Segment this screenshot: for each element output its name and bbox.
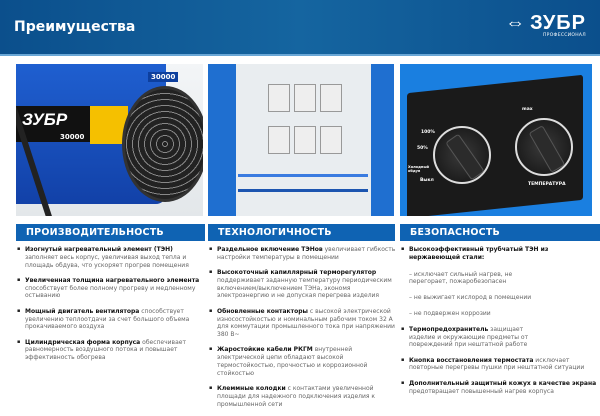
knob-label: 100% <box>421 130 435 135</box>
section-header-safety: БЕЗОПАСНОСТЬ <box>400 224 600 241</box>
list-item: Термопредохранитель защищает изделие и о… <box>400 326 550 349</box>
knob-label: ТЕМПЕРАТУРА <box>528 182 566 187</box>
logo-arrow-icon: ⇔ <box>505 12 527 34</box>
list-subitem: – исключает сильный нагрев, не перегорае… <box>409 270 513 286</box>
list-item: Высокоточный капиллярный терморегулятор … <box>208 269 398 300</box>
section-header-performance: ПРОИЗВОДИТЕЛЬНОСТЬ <box>16 224 205 241</box>
logo-subtitle: ПРОФЕССИОНАЛ <box>543 33 586 38</box>
contactor <box>320 126 342 154</box>
wire <box>238 189 368 192</box>
list-item: Высокоэффективный трубчатый ТЭН из нержа… <box>400 246 550 262</box>
list-item: Кнопка восстановления термостата исключа… <box>400 357 598 373</box>
list-subitem: – не подвержен коррозии <box>409 309 491 317</box>
mode-knob <box>433 126 491 184</box>
heater-photo: ЗУБР 30000 30000 <box>16 64 203 216</box>
technology-list: Раздельное включение ТЭНов увеличивает г… <box>208 246 398 416</box>
list-item: Увеличенная толщина нагревательного элем… <box>16 277 206 300</box>
page-title: Преимущества <box>14 19 136 35</box>
list-subitem: – не выжигает кислород в помещении <box>409 294 532 302</box>
wire <box>238 174 368 177</box>
contactor <box>268 84 290 112</box>
list-item: Дополнительный защитный кожух в качестве… <box>400 380 598 396</box>
list-item: Жаростойкие кабели РКГМ внутренней элект… <box>208 346 398 377</box>
heater-power-label-top: 30000 <box>148 72 179 82</box>
heater-sticker <box>90 106 128 144</box>
safety-list: Высокоэффективный трубчатый ТЭН из нержа… <box>400 246 598 403</box>
list-item: Цилиндрическая форма корпуса обеспечивае… <box>16 339 206 362</box>
heater-power-label: 30000 <box>60 133 85 141</box>
heater-brand: ЗУБР <box>22 110 68 129</box>
list-item: Изогнутый нагревательный элемент (ТЭН) з… <box>16 246 206 269</box>
fan-grille-icon <box>122 86 203 202</box>
list-item: Клеммные колодки с контактами увеличенно… <box>208 385 398 408</box>
temperature-knob <box>515 118 573 176</box>
brand-logo: ⇔ЗУБР ПРОФЕССИОНАЛ <box>505 13 586 46</box>
contactor <box>320 84 342 112</box>
knob-label: Холодный обдув <box>408 165 429 173</box>
contactor <box>268 126 290 154</box>
knob-label: max <box>522 107 533 112</box>
controls-photo: 100% 50% Холодный обдув Выкл max ТЕМПЕРА… <box>400 64 592 216</box>
contactor <box>294 126 316 154</box>
list-item: Обновленные контакторы с высокой электри… <box>208 308 398 339</box>
logo-text: ЗУБР <box>530 12 586 34</box>
knob-label: 50% <box>417 146 428 151</box>
header-banner: Преимущества ⇔ЗУБР ПРОФЕССИОНАЛ <box>0 0 600 56</box>
performance-list: Изогнутый нагревательный элемент (ТЭН) з… <box>16 246 206 370</box>
list-item: Мощный двигатель вентилятора способствуе… <box>16 308 206 331</box>
contactors-photo <box>208 64 394 216</box>
list-item: Раздельное включение ТЭНов увеличивает г… <box>208 246 398 262</box>
section-header-technology: ТЕХНОЛОГИЧНОСТЬ <box>208 224 395 241</box>
contactor <box>294 84 316 112</box>
knob-label: Выкл <box>420 178 434 183</box>
